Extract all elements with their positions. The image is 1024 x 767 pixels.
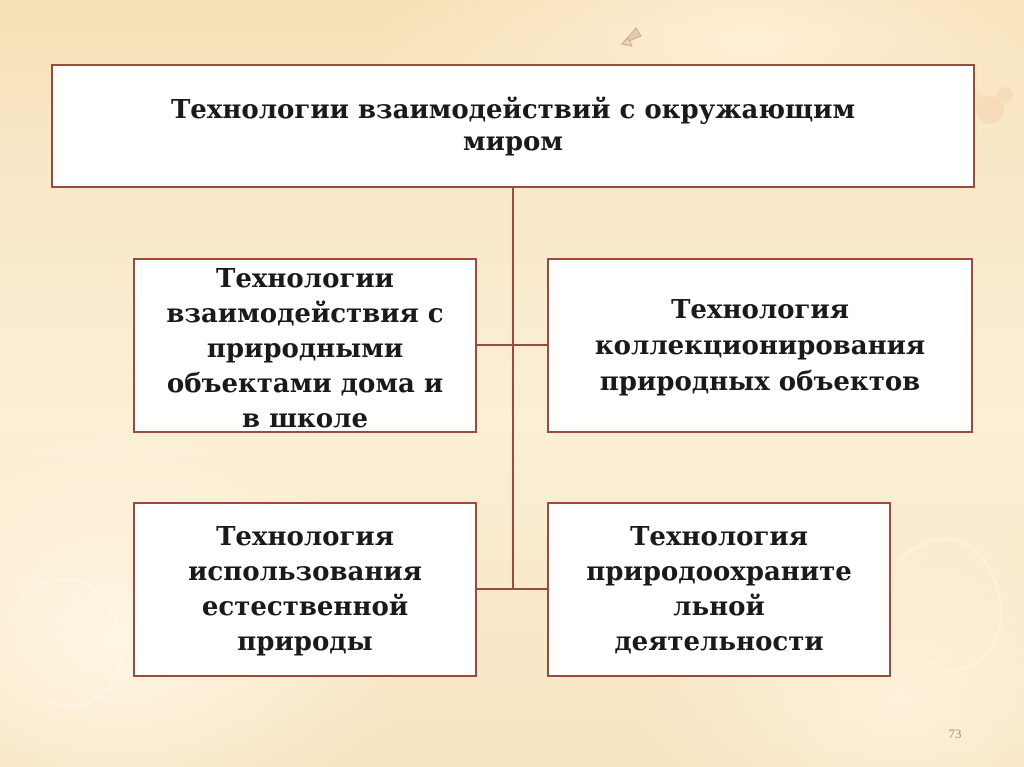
child-node-label: Технология коллекционирования природных … (594, 294, 926, 397)
child-node-label: Технология использования естественной пр… (188, 521, 422, 657)
butterfly-icon (620, 27, 642, 47)
child-node-collecting: Технология коллекционирования природных … (547, 258, 973, 433)
child-node-natural-use: Технология использования естественной пр… (133, 502, 477, 677)
root-node-label: Технологии взаимодействий с окружающим м… (170, 95, 856, 157)
child-node-label: Технологии взаимодействия с природными о… (166, 264, 444, 434)
child-node-conservation: Технология природоохраните льной деятель… (547, 502, 891, 677)
floral-swirl-decoration (18, 537, 1003, 708)
child-node-home-school: Технологии взаимодействия с природными о… (133, 258, 477, 434)
page-number: 73 (948, 726, 962, 741)
child-node-label: Технология природоохраните льной деятель… (586, 521, 852, 657)
root-node: Технологии взаимодействий с окружающим м… (51, 64, 975, 188)
